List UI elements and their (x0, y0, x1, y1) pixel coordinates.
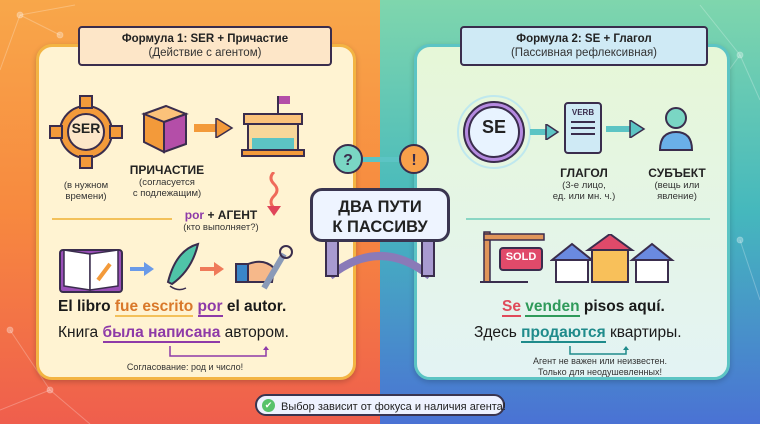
wrench-hand-icon (235, 245, 293, 290)
formula-1-banner: Формула 1: SER + Причастие (Действие с а… (78, 26, 332, 66)
example-es-1: El libro fue escrito por el autor. (58, 298, 287, 317)
sold-label: SOLD (505, 251, 537, 263)
building-icon (241, 96, 305, 157)
agreement-note: Согласование: род и число! (126, 362, 244, 372)
gear-icon (49, 95, 123, 169)
arrow-icon (194, 118, 234, 138)
verb-card: VERB (564, 102, 602, 154)
formula-1-subtitle: (Действие с агентом) (148, 47, 262, 59)
person-icon (658, 107, 694, 151)
example-ru-2: Здесь продаются квартиры. (474, 324, 682, 343)
bridge-icon (325, 237, 435, 280)
quill-icon (166, 242, 200, 291)
verb-label: ГЛАГОЛ (3-е лицо,ед. или мн. ч.) (552, 166, 616, 202)
divider (466, 218, 710, 220)
example-ru-1: Книга была написана автором. (58, 324, 289, 343)
book-icon (59, 249, 123, 293)
formula-2-note: Агент не важен или неизвестен.Только для… (533, 356, 667, 377)
formula-2-banner: Формула 2: SE + Глагол (Пассивная рефлек… (460, 26, 708, 66)
sold-sign-icon (480, 231, 545, 283)
houses-icon (550, 234, 675, 283)
svg-text:!: ! (411, 152, 416, 169)
arrow-icon (130, 262, 154, 276)
question-to-exclamation-icon: ? ! (333, 144, 429, 174)
svg-text:?: ? (343, 152, 353, 169)
se-label: SE (481, 117, 506, 137)
example-es-2: Se venden pisos aquí. (502, 298, 665, 317)
central-title: ДВА ПУТИ К ПАССИВУ (310, 188, 450, 242)
footer-pill: ✔ Выбор зависит от фокуса и наличия аген… (255, 394, 506, 416)
squiggle-arrow-icon (267, 172, 281, 216)
arrow-icon (530, 124, 560, 140)
ser-label: SER (71, 120, 101, 136)
agreement-bracket (569, 346, 629, 355)
formula-2-title: Формула 2: SE + Глагол (516, 33, 652, 45)
divider (52, 218, 172, 220)
formula-1-title: Формула 1: SER + Причастие (121, 33, 289, 45)
checkmark-icon: ✔ (262, 399, 275, 412)
agreement-bracket (169, 346, 269, 357)
formula-2-subtitle: (Пассивная рефлексивная) (510, 47, 658, 59)
arrow-icon (200, 262, 224, 276)
arrow-icon (606, 120, 646, 138)
se-mirror-icon (457, 95, 531, 169)
box-icon (141, 104, 189, 154)
formula-2-panel (414, 44, 730, 380)
agent-label: por + АГЕНТ (кто выполняет?) (183, 208, 259, 233)
